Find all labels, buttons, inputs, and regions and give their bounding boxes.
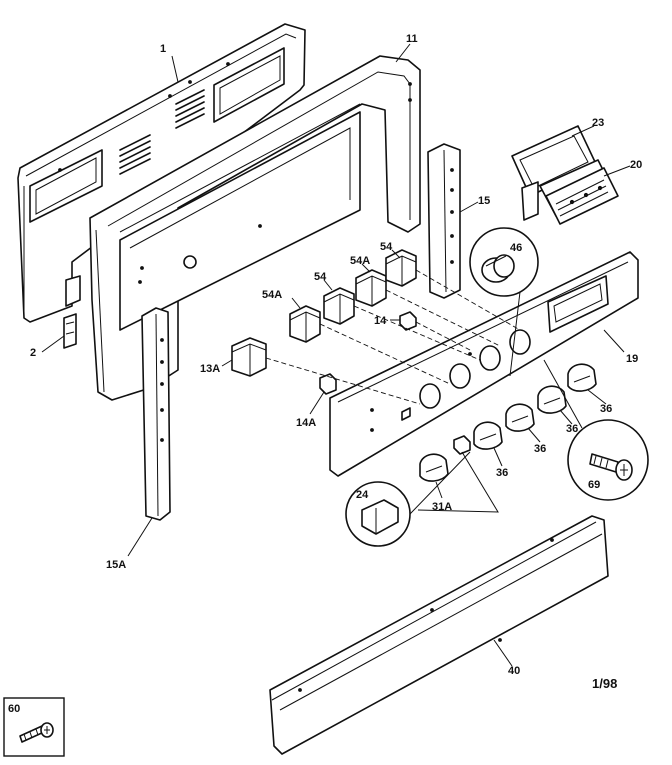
backguard-frame-part-11 xyxy=(89,55,421,401)
leader-p23 xyxy=(571,125,595,137)
detail-circle-part-69 xyxy=(543,359,649,501)
leader-p11 xyxy=(395,43,411,63)
leader-p20 xyxy=(603,165,631,177)
knob-part-36-far-right xyxy=(567,363,597,392)
callout-19: 19 xyxy=(626,353,638,365)
indicator-light-part-14 xyxy=(399,311,417,331)
callout-36-left: 36 xyxy=(496,467,508,479)
control-panel-part-19 xyxy=(329,251,639,477)
side-bracket-part-15a xyxy=(141,307,171,521)
alignment-line-14 xyxy=(415,321,471,351)
bracket-part-2 xyxy=(63,313,77,349)
revision-mark: 1/98 xyxy=(592,676,617,691)
leader-p36-left xyxy=(493,447,503,467)
callout-14: 14 xyxy=(374,315,387,327)
leader-p36-right xyxy=(559,409,573,425)
callout-40: 40 xyxy=(508,665,520,677)
leader-p31a-knob xyxy=(435,481,443,499)
indicator-light-part-14a xyxy=(319,373,337,395)
callout-36-right: 36 xyxy=(566,423,578,435)
alignment-line-13a xyxy=(265,357,421,405)
callout-13a: 13A xyxy=(200,363,220,375)
knob-part-36-left xyxy=(473,421,503,450)
switch-part-54a-right xyxy=(355,269,387,307)
leader-p36-far-right xyxy=(587,389,607,405)
knob-part-36-middle xyxy=(505,403,535,432)
switch-part-54-right xyxy=(385,249,417,287)
leader-p14a xyxy=(309,391,325,415)
callout-54-left: 54 xyxy=(314,271,327,283)
knob-part-31a xyxy=(419,453,449,482)
leader-p19 xyxy=(603,329,625,353)
callout-46: 46 xyxy=(510,242,522,254)
alignment-line-54 xyxy=(415,269,521,331)
callout-36-far-right: 36 xyxy=(600,403,612,415)
callout-36-middle: 36 xyxy=(534,443,546,455)
alignment-line-54-left xyxy=(353,305,481,361)
trim-strip-part-40 xyxy=(269,515,609,755)
leader-p54-right xyxy=(391,249,401,259)
leader-p54a-right xyxy=(361,263,371,273)
clock-display-part-20 xyxy=(539,159,619,225)
side-bracket-part-15 xyxy=(427,143,461,299)
leader-p31a-switch xyxy=(417,451,499,513)
callout-1: 1 xyxy=(160,43,166,55)
rocker-switch-on-panel xyxy=(453,435,471,455)
callout-69: 69 xyxy=(588,479,600,491)
leader-p15a xyxy=(127,517,153,557)
callout-11: 11 xyxy=(406,33,418,45)
rear-panel-part-1 xyxy=(17,23,306,323)
leader-p40 xyxy=(493,639,513,667)
leader-p2 xyxy=(41,335,65,353)
callout-23: 23 xyxy=(592,117,604,129)
detail-circle-part-46 xyxy=(469,227,539,377)
callout-54-right: 54 xyxy=(380,241,393,253)
callout-20: 20 xyxy=(630,159,642,171)
knob-part-36-right xyxy=(537,385,567,414)
callout-14a: 14A xyxy=(296,417,316,429)
callout-54a-left: 54A xyxy=(262,289,282,301)
callout-15: 15 xyxy=(478,195,490,207)
clock-bracket-part-23 xyxy=(511,125,597,221)
leader-p13a xyxy=(221,359,233,367)
callout-60: 60 xyxy=(8,703,20,715)
callout-31a-knob: 31A xyxy=(432,501,452,513)
leader-p36-middle xyxy=(527,427,541,443)
leader-p54-left xyxy=(323,279,333,291)
callout-15a: 15A xyxy=(106,559,126,571)
detail-circle-part-24 xyxy=(345,451,471,547)
switch-part-54-left xyxy=(323,287,355,325)
callout-2: 2 xyxy=(30,347,36,359)
switch-part-54a-left xyxy=(289,305,321,343)
leader-p1 xyxy=(171,55,179,83)
screw-box-part-60 xyxy=(3,697,65,757)
alignment-line-54a xyxy=(385,289,501,347)
leader-p54a-left xyxy=(291,297,301,309)
callout-24: 24 xyxy=(356,489,369,501)
callout-54a-right: 54A xyxy=(350,255,370,267)
switch-part-13a xyxy=(231,337,267,377)
leader-p15 xyxy=(459,201,479,213)
